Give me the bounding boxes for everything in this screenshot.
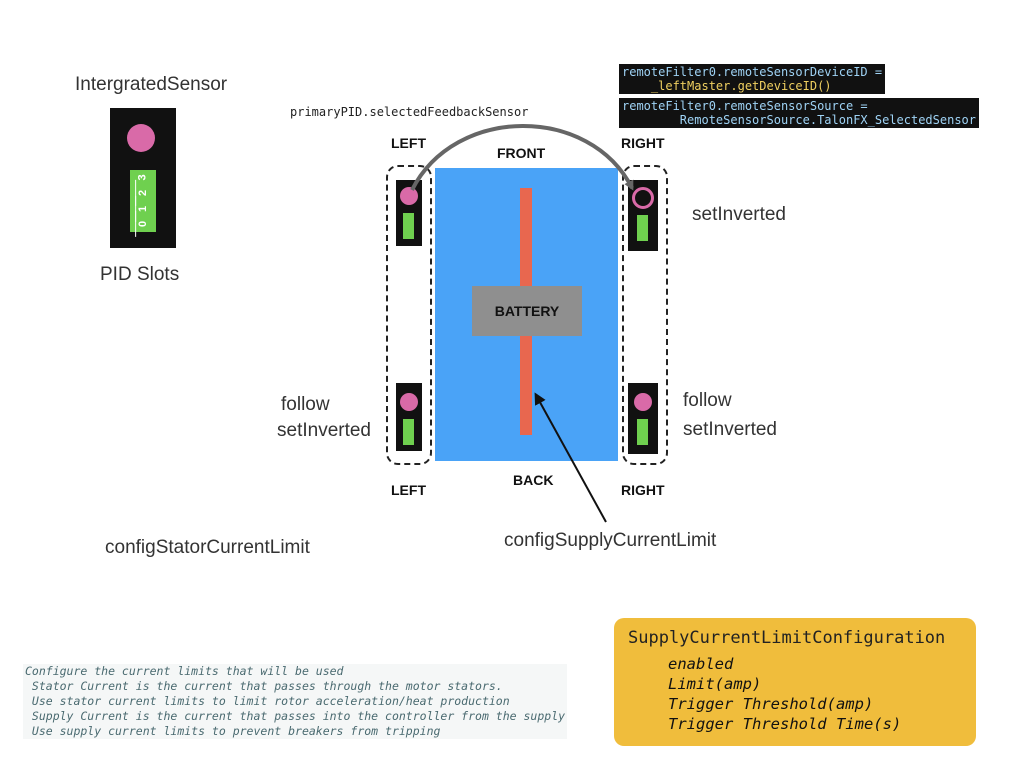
right-follower-follow: follow [683, 390, 732, 411]
primary-feedback-label: primaryPID.selectedFeedbackSensor [290, 105, 529, 119]
pid-slots-strip: 0 1 2 3 [130, 170, 156, 238]
comment-line: Use supply current limits to prevent bre… [25, 724, 441, 738]
right-master-set-inverted: setInverted [692, 204, 786, 225]
sensor-source-code: remoteFilter0.remoteSensorSource = Remot… [619, 98, 980, 128]
right-master-status-bar [637, 215, 648, 241]
battery: BATTERY [472, 286, 582, 336]
integrated-sensor-dot [127, 124, 155, 152]
left-follower-status-bar [403, 419, 414, 445]
supply-config-field: enabled [668, 655, 734, 673]
supply-config-field: Trigger Threshold Time(s) [668, 715, 902, 733]
comment-line: Use stator current limits to limit rotor… [25, 694, 510, 708]
left-master-sensor-dot [400, 187, 418, 205]
sensor-source-line-1: remoteFilter0.remoteSensorSource = [622, 99, 868, 113]
left-follower-set-inverted: setInverted [277, 420, 371, 441]
left-follower-motor [396, 383, 422, 451]
supply-config-field: Limit(amp) [668, 675, 762, 693]
right-side-group [622, 165, 668, 465]
right-follower-motor [628, 383, 658, 454]
right-follower-sensor-dot [634, 393, 652, 411]
right-top-label: RIGHT [621, 135, 665, 151]
device-id-line-2: _leftMaster.getDeviceID() [622, 79, 832, 93]
comment-line: Configure the current limits that will b… [25, 664, 344, 678]
right-master-remote-sensor-ring [632, 187, 654, 209]
right-follower-status-bar [637, 419, 648, 445]
left-top-label: LEFT [391, 135, 426, 151]
supply-config-fields: enabled Limit(amp) Trigger Threshold(amp… [668, 654, 962, 734]
device-id-code: remoteFilter0.remoteSensorDeviceID = _le… [619, 64, 886, 94]
left-bottom-label: LEFT [391, 482, 426, 498]
left-master-status-bar [403, 213, 414, 239]
comment-line: Supply Current is the current that passe… [25, 709, 566, 723]
left-side-group [386, 165, 432, 465]
supply-config-box: SupplyCurrentLimitConfiguration enabled … [614, 618, 976, 746]
supply-config-field: Trigger Threshold(amp) [668, 695, 874, 713]
left-master-motor [396, 180, 422, 246]
stator-current-limit-label: configStatorCurrentLimit [105, 537, 310, 558]
current-limit-comment: Configure the current limits that will b… [23, 664, 568, 739]
integrated-sensor-title: IntergratedSensor [75, 74, 228, 95]
back-label: BACK [513, 472, 554, 488]
remote-sensor-arrow [410, 124, 634, 191]
supply-config-title: SupplyCurrentLimitConfiguration [628, 628, 946, 648]
right-follower-set-inverted: setInverted [683, 419, 777, 440]
device-id-line-1: remoteFilter0.remoteSensorDeviceID = [622, 65, 883, 79]
supply-current-limit-label: configSupplyCurrentLimit [504, 530, 717, 551]
right-master-motor [628, 180, 658, 251]
left-follower-follow: follow [281, 394, 330, 415]
pid-slots-title: PID Slots [100, 264, 180, 285]
front-label: FRONT [497, 145, 546, 161]
sensor-source-line-2: RemoteSensorSource.TalonFX_SelectedSenso… [622, 113, 977, 127]
supply-limit-arrow [534, 392, 607, 523]
left-follower-sensor-dot [400, 393, 418, 411]
legend-motor-controller: 0 1 2 3 [110, 108, 176, 248]
right-bottom-label: RIGHT [621, 482, 665, 498]
comment-line: Stator Current is the current that passe… [25, 679, 503, 693]
